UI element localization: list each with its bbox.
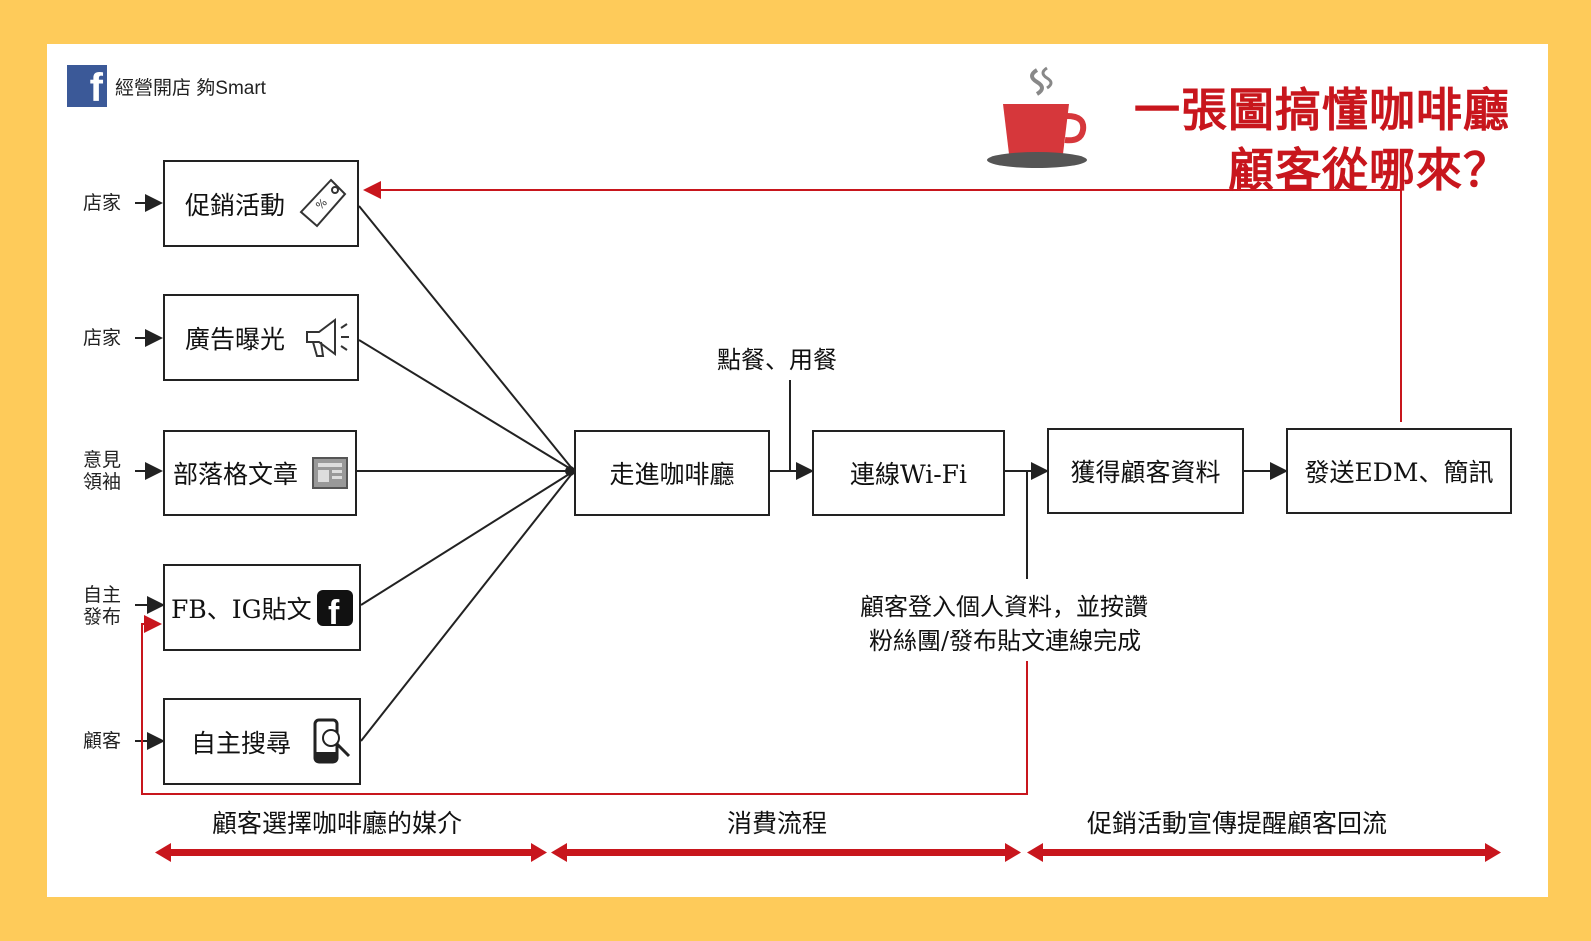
return-loop-bottom [141,615,1028,795]
return-loop-top [363,181,1402,422]
source-who-search: 顧客 [83,730,122,752]
svg-text:f: f [328,594,340,626]
order-note: 點餐、用餐 [717,346,837,374]
node-enter-cafe: 走進咖啡廳 [574,430,770,516]
facebook-icon: f [67,65,107,110]
node-get-customer-data: 獲得顧客資料 [1047,428,1244,514]
converge-line-1 [358,205,575,472]
title-line-1: 一張圖搞懂咖啡廳 [1134,84,1510,136]
news-icon [312,457,348,489]
node-connect-wifi: 連線Wi-Fi [812,430,1005,516]
phase-label-3: 促銷活動宣傳提醒顧客回流 [1087,809,1388,838]
tag-icon: % [299,178,347,228]
phone-search-icon [313,718,351,764]
node-send-edm: 發送EDM、簡訊 [1286,428,1512,514]
node-blog-label: 部落格文章 [173,460,299,489]
node-advertising-label: 廣告曝光 [185,324,286,354]
title-line-2: 顧客從哪來？ [1228,144,1510,196]
brand-name: 經營開店 夠Smart [115,77,266,99]
phase-label-1: 顧客選擇咖啡廳的媒介 [212,809,463,838]
phase-label-2: 消費流程 [727,809,828,838]
node-enter-cafe-label: 走進咖啡廳 [609,460,735,489]
diagram-card: f 經營開店 夠Smart 一張圖搞懂咖啡廳 顧客從哪來？ 店家 店家 意見領袖… [47,44,1548,897]
megaphone-icon [306,318,349,357]
node-social-post-label: FB、IG貼文 [171,594,312,624]
converge-line-2 [358,339,575,472]
node-advertising: 廣告曝光 [163,294,359,381]
source-who-social: 自主發布 [83,584,122,628]
node-self-search: 自主搜尋 [163,698,361,785]
source-who-blog: 意見領袖 [83,449,122,493]
converge-line-5 [360,470,575,742]
node-social-post: FB、IG貼文 f [163,564,361,651]
node-connect-wifi-label: 連線Wi-Fi [849,460,968,489]
node-get-customer-data-label: 獲得顧客資料 [1070,458,1221,487]
phase-arrow-2 [551,843,1021,862]
facebook-icon: f [317,590,353,626]
converge-line-4 [360,470,575,606]
node-self-search-label: 自主搜尋 [191,728,292,758]
connector-lines [135,181,1501,862]
source-who-ads: 店家 [83,327,122,349]
brand: f 經營開店 夠Smart [67,64,266,110]
node-blog: 部落格文章 [163,430,357,516]
svg-text:%: % [313,196,330,213]
coffee-cup-icon [987,66,1087,168]
node-send-edm-label: 發送EDM、簡訊 [1304,458,1494,487]
source-who-promo: 店家 [83,192,122,214]
node-promotion-label: 促銷活動 [185,190,286,220]
login-note-line-1: 顧客登入個人資料，並按讚 [860,593,1148,621]
login-note-line-2: 粉絲團/發布貼文連線完成 [869,627,1142,655]
node-promotion: 促銷活動 % [163,160,359,247]
phase-arrow-3 [1027,843,1501,862]
phase-arrow-1 [155,843,547,862]
